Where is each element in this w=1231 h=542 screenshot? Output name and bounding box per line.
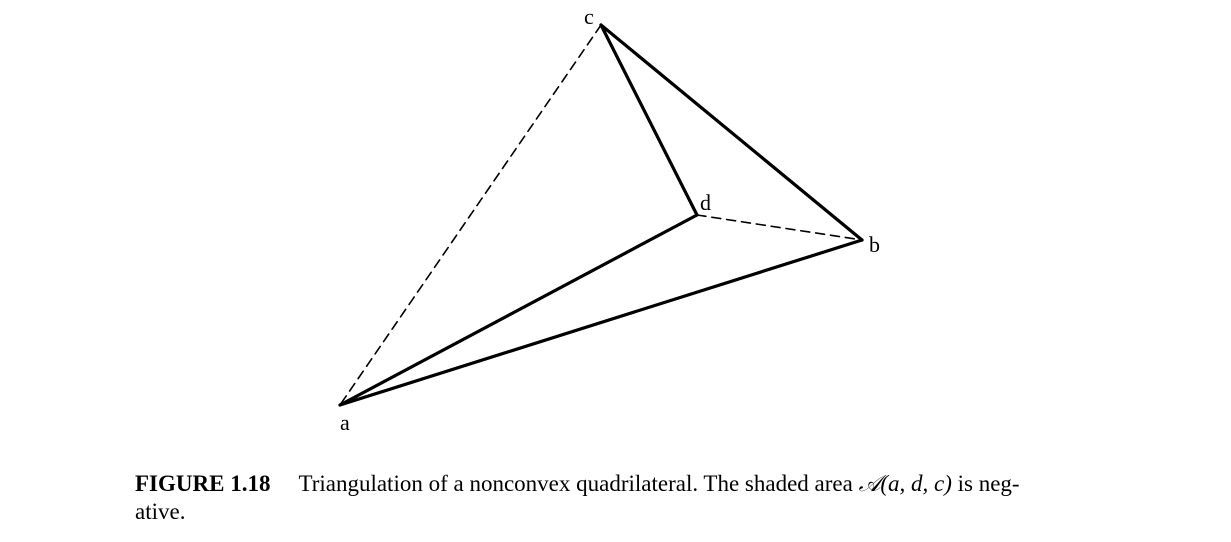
caption-math: 𝒜(a, d, c) bbox=[858, 471, 952, 496]
caption-text-end: is neg- bbox=[951, 471, 1020, 496]
edge-cd bbox=[599, 23, 699, 217]
edge-db-dashed bbox=[696, 214, 863, 241]
edge-cb bbox=[599, 23, 864, 242]
caption-text-line2: ative. bbox=[135, 499, 186, 524]
edge-ab bbox=[338, 238, 864, 407]
vertex-label-a: a bbox=[340, 410, 350, 435]
figure-caption: FIGURE 1.18 Triangulation of a nonconvex … bbox=[135, 470, 1215, 526]
figure-number: FIGURE 1.18 bbox=[135, 471, 271, 496]
edge-ca-dashed bbox=[339, 24, 602, 406]
quadrilateral-diagram: c d b a bbox=[338, 4, 880, 435]
edge-da bbox=[338, 213, 699, 407]
vertex-label-c: c bbox=[584, 4, 594, 29]
vertex-label-b: b bbox=[869, 232, 880, 257]
vertex-label-d: d bbox=[700, 190, 711, 215]
caption-text: Triangulation of a nonconvex quadrilater… bbox=[298, 471, 859, 496]
